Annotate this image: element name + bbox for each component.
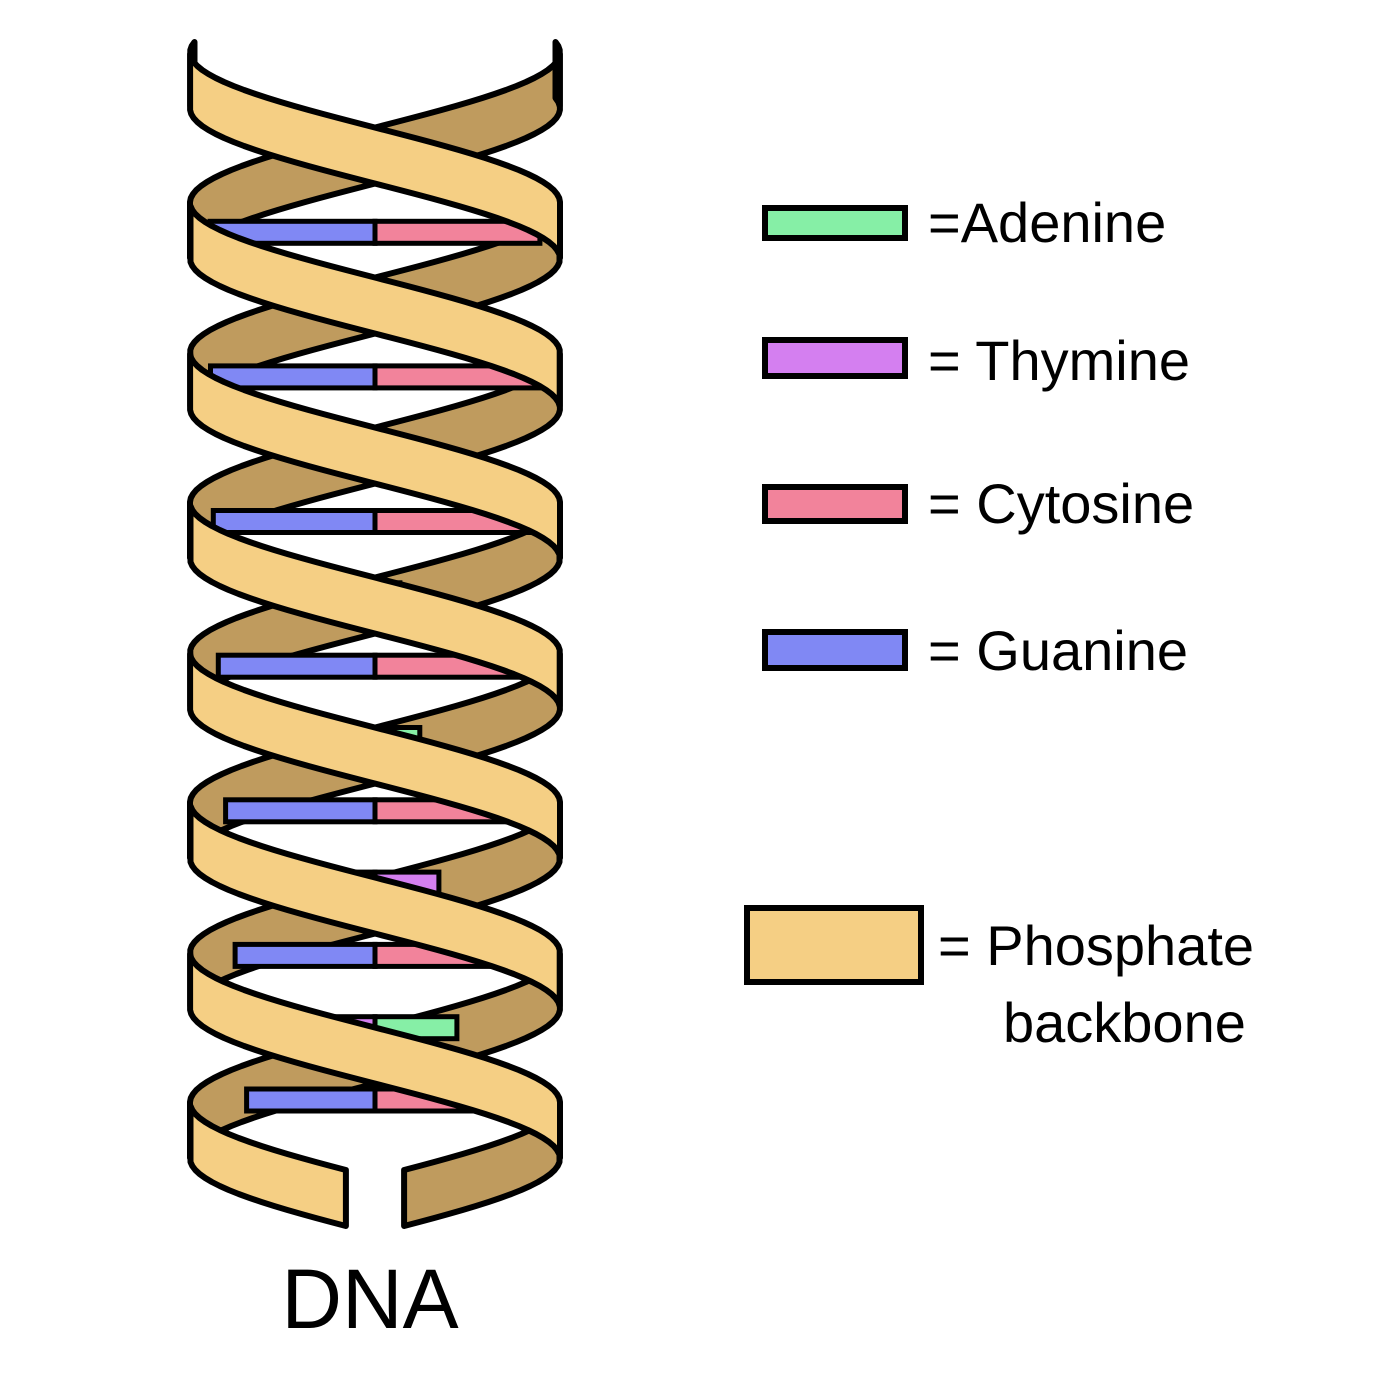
backbone-front-segment-1-0 bbox=[187, 51, 563, 261]
legend-label-adenine: =Adenine bbox=[928, 191, 1166, 254]
legend-label-backbone: backbone bbox=[1003, 991, 1246, 1054]
legend-label-phosphate: = Phosphate bbox=[938, 914, 1254, 977]
backbone-front-segment-1-2 bbox=[187, 651, 563, 861]
legend: =Adenine = Thymine = Cytosine = Guanine … bbox=[744, 191, 1254, 1054]
backbone-front-segment-0-2 bbox=[187, 503, 563, 709]
backbone-front-segment-0-4 bbox=[187, 1103, 349, 1229]
legend-label-thymine: = Thymine bbox=[928, 329, 1190, 392]
base-guanine-11 bbox=[232, 941, 378, 969]
backbone-front-segment-0-1 bbox=[187, 203, 563, 409]
base-guanine-9 bbox=[223, 797, 378, 825]
backbone-front-segment-1-3 bbox=[187, 951, 563, 1161]
dna-double-helix bbox=[187, 39, 563, 1229]
legend-swatch-phosphate-backbone bbox=[744, 905, 924, 985]
legend-swatch-adenine bbox=[762, 205, 908, 241]
legend-label-cytosine: = Cytosine bbox=[928, 472, 1194, 535]
legend-label-guanine: = Guanine bbox=[928, 619, 1188, 682]
legend-swatch-guanine bbox=[762, 629, 908, 671]
legend-swatch-thymine bbox=[762, 337, 908, 379]
base-guanine-5 bbox=[210, 508, 378, 535]
legend-swatch-cytosine bbox=[762, 484, 908, 524]
front-backbone-strand bbox=[187, 39, 563, 1229]
backbone-front-segment-1-1 bbox=[187, 351, 563, 561]
base-guanine-7 bbox=[215, 652, 378, 680]
backbone-front-segment-0-3 bbox=[187, 803, 563, 1009]
base-guanine-13 bbox=[244, 1086, 378, 1114]
backbone-front-segment-0-0 bbox=[552, 39, 563, 109]
diagram-title: DNA bbox=[281, 1252, 458, 1346]
